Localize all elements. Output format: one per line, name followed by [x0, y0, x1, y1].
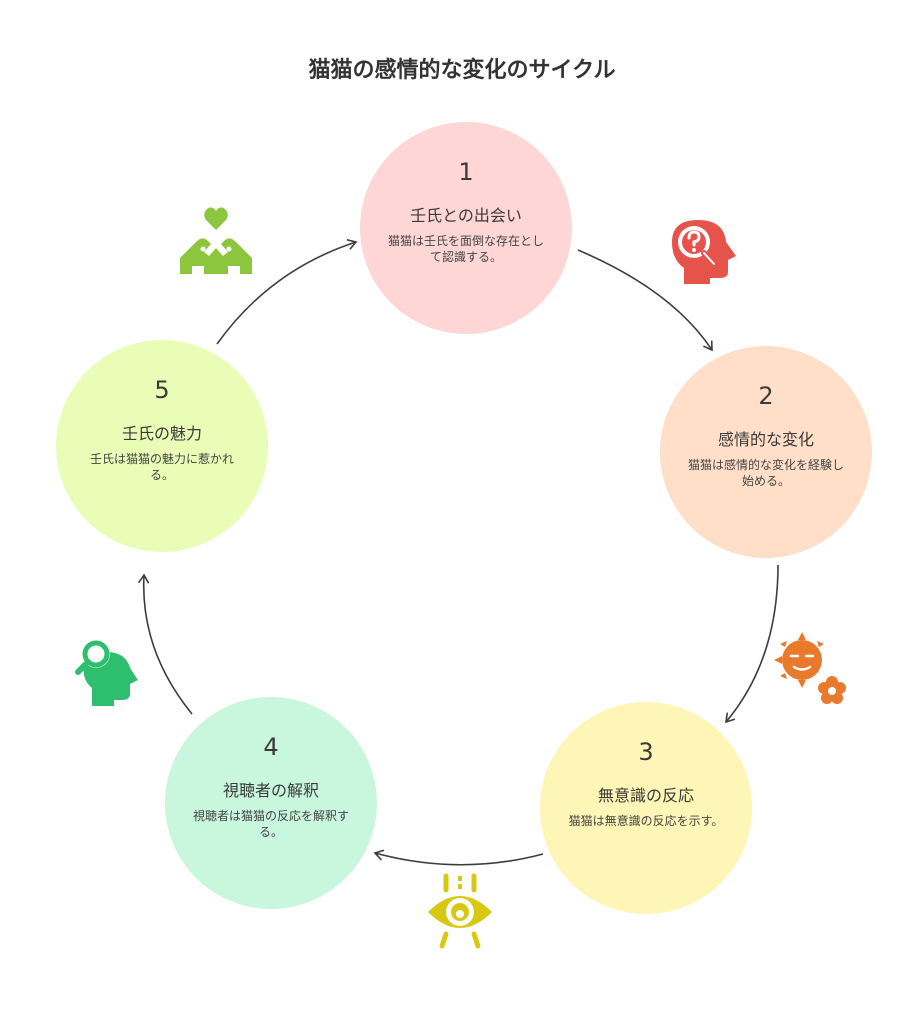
- step-heading: 無意識の反応: [597, 786, 694, 805]
- sun-flower-icon: [772, 630, 852, 710]
- step-description: 猫猫は壬氏を面倒な存在として認識する。: [387, 234, 544, 264]
- step-heading: 壬氏との出会い: [410, 206, 522, 225]
- step-node-5: 5 壬氏の魅力 壬氏は猫猫の魅力に惹かれる。: [56, 340, 268, 552]
- step-number: 5: [154, 376, 170, 404]
- step-number: 1: [458, 158, 474, 186]
- step-heading: 壬氏の魅力: [121, 424, 202, 443]
- arrow-3-to-4: [373, 849, 544, 866]
- step-description: 視聴者は猫猫の反応を解釈する。: [192, 809, 349, 839]
- arrow-1-to-2: [577, 249, 713, 352]
- step-node-4: 4 視聴者の解釈 視聴者は猫猫の反応を解釈する。: [165, 697, 377, 909]
- diagram-title: 猫猫の感情的な変化のサイクル: [308, 58, 616, 83]
- step-node-1: 1 壬氏との出会い 猫猫は壬氏を面倒な存在として認識する。: [360, 122, 572, 334]
- arrow-4-to-5: [137, 573, 193, 715]
- arrow-2-to-3: [725, 564, 779, 724]
- step-heading: 感情的な変化: [717, 430, 814, 449]
- step-number: 4: [263, 733, 279, 761]
- eye-icon: [420, 870, 500, 950]
- arrow-5-to-1: [216, 238, 358, 345]
- step-number: 3: [638, 738, 654, 766]
- hands-heart-icon: [176, 200, 256, 280]
- step-number: 2: [758, 382, 774, 410]
- step-description: 猫猫は感情的な変化を経験し始める。: [687, 458, 844, 488]
- step-description: 猫猫は無意識の反応を示す。: [568, 814, 724, 828]
- step-heading: 視聴者の解釈: [222, 781, 319, 800]
- step-node-3: 3 無意識の反応 猫猫は無意識の反応を示す。: [540, 702, 752, 914]
- search-head-icon: [72, 632, 152, 712]
- step-description: 壬氏は猫猫の魅力に惹かれる。: [89, 452, 234, 482]
- step-node-2: 2 感情的な変化 猫猫は感情的な変化を経験し始める。: [660, 346, 872, 558]
- question-head-icon: [664, 212, 744, 292]
